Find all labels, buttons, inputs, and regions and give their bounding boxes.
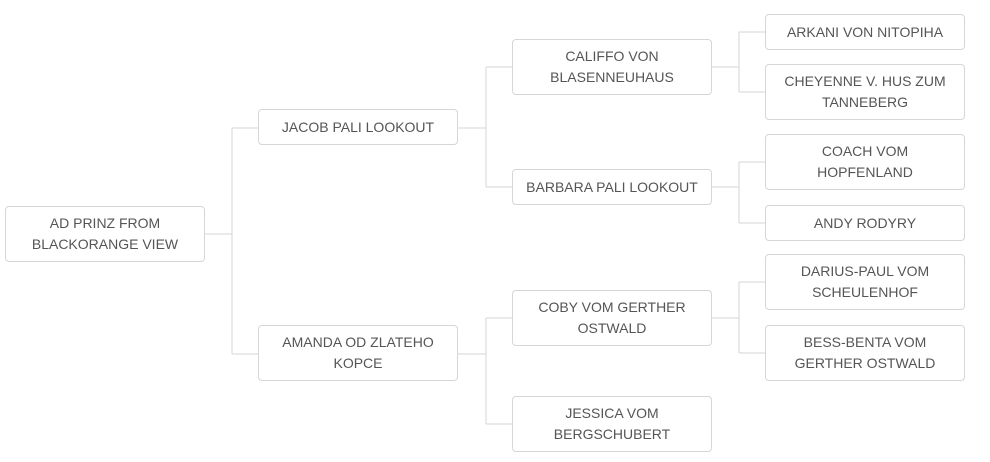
dam-dam-node[interactable]: JESSICA VOM BERGSCHUBERT (512, 396, 712, 452)
sire-dam-dam-node[interactable]: ANDY RODYRY (765, 205, 965, 241)
connector-root (205, 127, 258, 355)
connector-sire (458, 66, 512, 188)
sire-name: JACOB PALI LOOKOUT (281, 118, 435, 135)
sire-sire-sire-name: ARKANI VON NITOPIHA (786, 23, 944, 40)
dam-sire-node[interactable]: COBY VOM GERTHER OSTWALD (512, 290, 712, 346)
connector-sire-sire (712, 31, 765, 93)
dam-sire-dam-name: BESS-BENTA VOM GERTHER OSTWALD (794, 334, 936, 371)
connector-sire-dam (712, 161, 765, 224)
dam-sire-sire-name: DARIUS-PAUL VOM SCHEULENHOF (800, 263, 930, 300)
sire-sire-dam-name: CHEYENNE V. HUS ZUM TANNEBERG (784, 73, 946, 110)
subject-node[interactable]: AD PRINZ FROM BLACKORANGE VIEW (5, 206, 205, 262)
sire-sire-node[interactable]: CALIFFO VON BLASENNEUHAUS (512, 39, 712, 95)
dam-name: AMANDA OD ZLATEHO KOPCE (282, 334, 434, 371)
sire-sire-name: CALIFFO VON BLASENNEUHAUS (550, 48, 674, 85)
dam-sire-name: COBY VOM GERTHER OSTWALD (538, 299, 686, 336)
sire-dam-sire-name: COACH VOM HOPFENLAND (817, 143, 913, 180)
dam-node[interactable]: AMANDA OD ZLATEHO KOPCE (258, 325, 458, 381)
sire-dam-dam-name: ANDY RODYRY (813, 214, 917, 231)
sire-dam-node[interactable]: BARBARA PALI LOOKOUT (512, 169, 712, 205)
sire-dam-name: BARBARA PALI LOOKOUT (526, 178, 698, 195)
dam-sire-sire-node[interactable]: DARIUS-PAUL VOM SCHEULENHOF (765, 254, 965, 310)
connector-dam (458, 317, 512, 425)
sire-sire-sire-node[interactable]: ARKANI VON NITOPIHA (765, 14, 965, 50)
sire-node[interactable]: JACOB PALI LOOKOUT (258, 109, 458, 145)
sire-sire-dam-node[interactable]: CHEYENNE V. HUS ZUM TANNEBERG (765, 64, 965, 120)
subject-name: AD PRINZ FROM BLACKORANGE VIEW (31, 215, 179, 252)
connector-dam-sire (712, 281, 765, 354)
dam-dam-name: JESSICA VOM BERGSCHUBERT (553, 405, 671, 442)
dam-sire-dam-node[interactable]: BESS-BENTA VOM GERTHER OSTWALD (765, 325, 965, 381)
sire-dam-sire-node[interactable]: COACH VOM HOPFENLAND (765, 134, 965, 190)
